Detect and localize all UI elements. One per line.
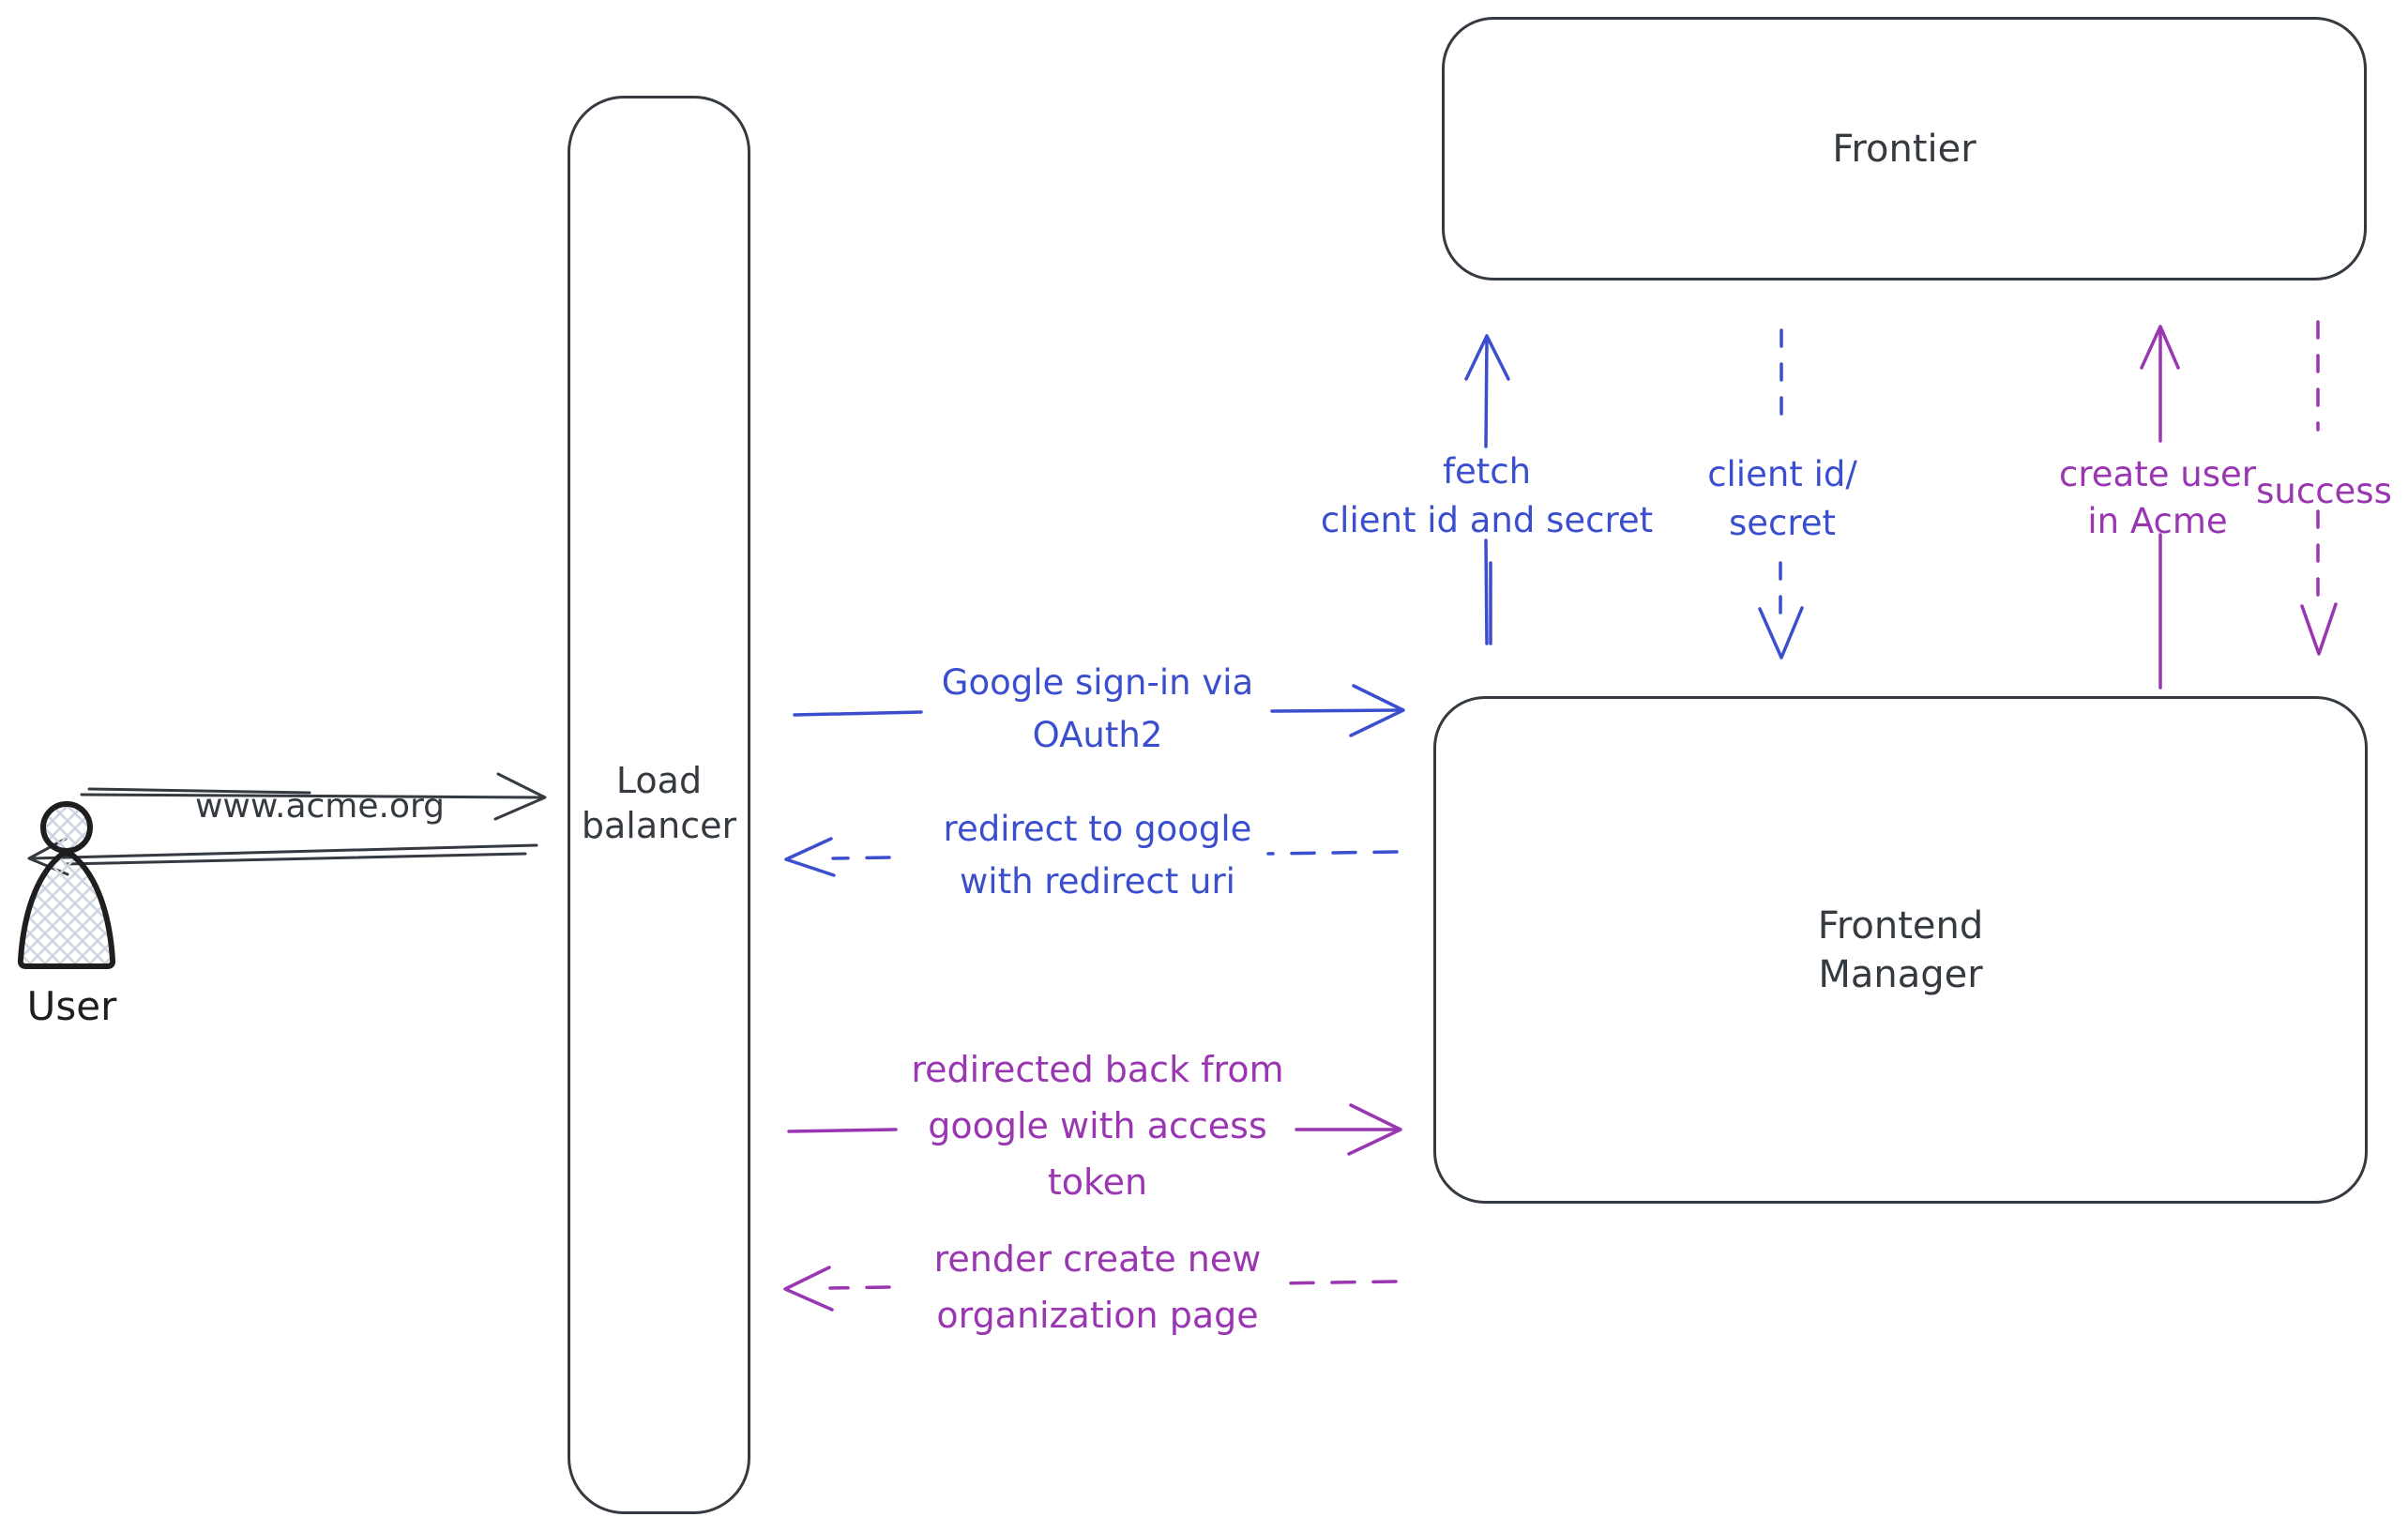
frontier-node[interactable]: Frontier [1442, 17, 2367, 281]
label-client-id-secret: client id/ secret [1707, 454, 1857, 543]
user-head [40, 801, 93, 854]
arrowhead-www-acme [493, 772, 547, 821]
user-label: User [26, 983, 117, 1029]
label-redirected-back: redirected back from google with access … [911, 1049, 1284, 1203]
frontend-manager-node[interactable]: Frontend Manager [1433, 696, 2368, 1204]
arrowhead-fetch-secret [1464, 334, 1510, 381]
frontier-label: Frontier [1832, 127, 1976, 171]
label-fetch-secret: fetch client id and secret [1320, 451, 1654, 540]
frontend-manager-label: Frontend Manager [1817, 903, 1984, 996]
user-figure[interactable] [8, 791, 129, 978]
user-body [17, 850, 116, 969]
label-google-signin: Google sign-in via OAuth2 [941, 662, 1254, 755]
arrowhead-render-org-page [783, 1266, 834, 1312]
arrowhead-create-user [2140, 325, 2180, 370]
arrowhead-client-id-secret [1758, 606, 1804, 660]
arrowhead-success [2300, 602, 2338, 656]
load-balancer-node[interactable]: Load balancer [568, 96, 750, 1514]
arrowhead-redirected-back [1347, 1103, 1402, 1156]
arrowhead-redirect-google [784, 837, 836, 877]
arrowhead-google-signin [1349, 684, 1405, 737]
label-success: success [2256, 471, 2392, 511]
label-render-org-page: render create new organization page [933, 1238, 1262, 1336]
label-www-acme: www.acme.org [194, 787, 446, 826]
label-redirect-google: redirect to google with redirect uri [943, 809, 1252, 902]
label-create-user: create user in Acme [2059, 454, 2256, 541]
load-balancer-label: Load balancer [581, 760, 737, 846]
